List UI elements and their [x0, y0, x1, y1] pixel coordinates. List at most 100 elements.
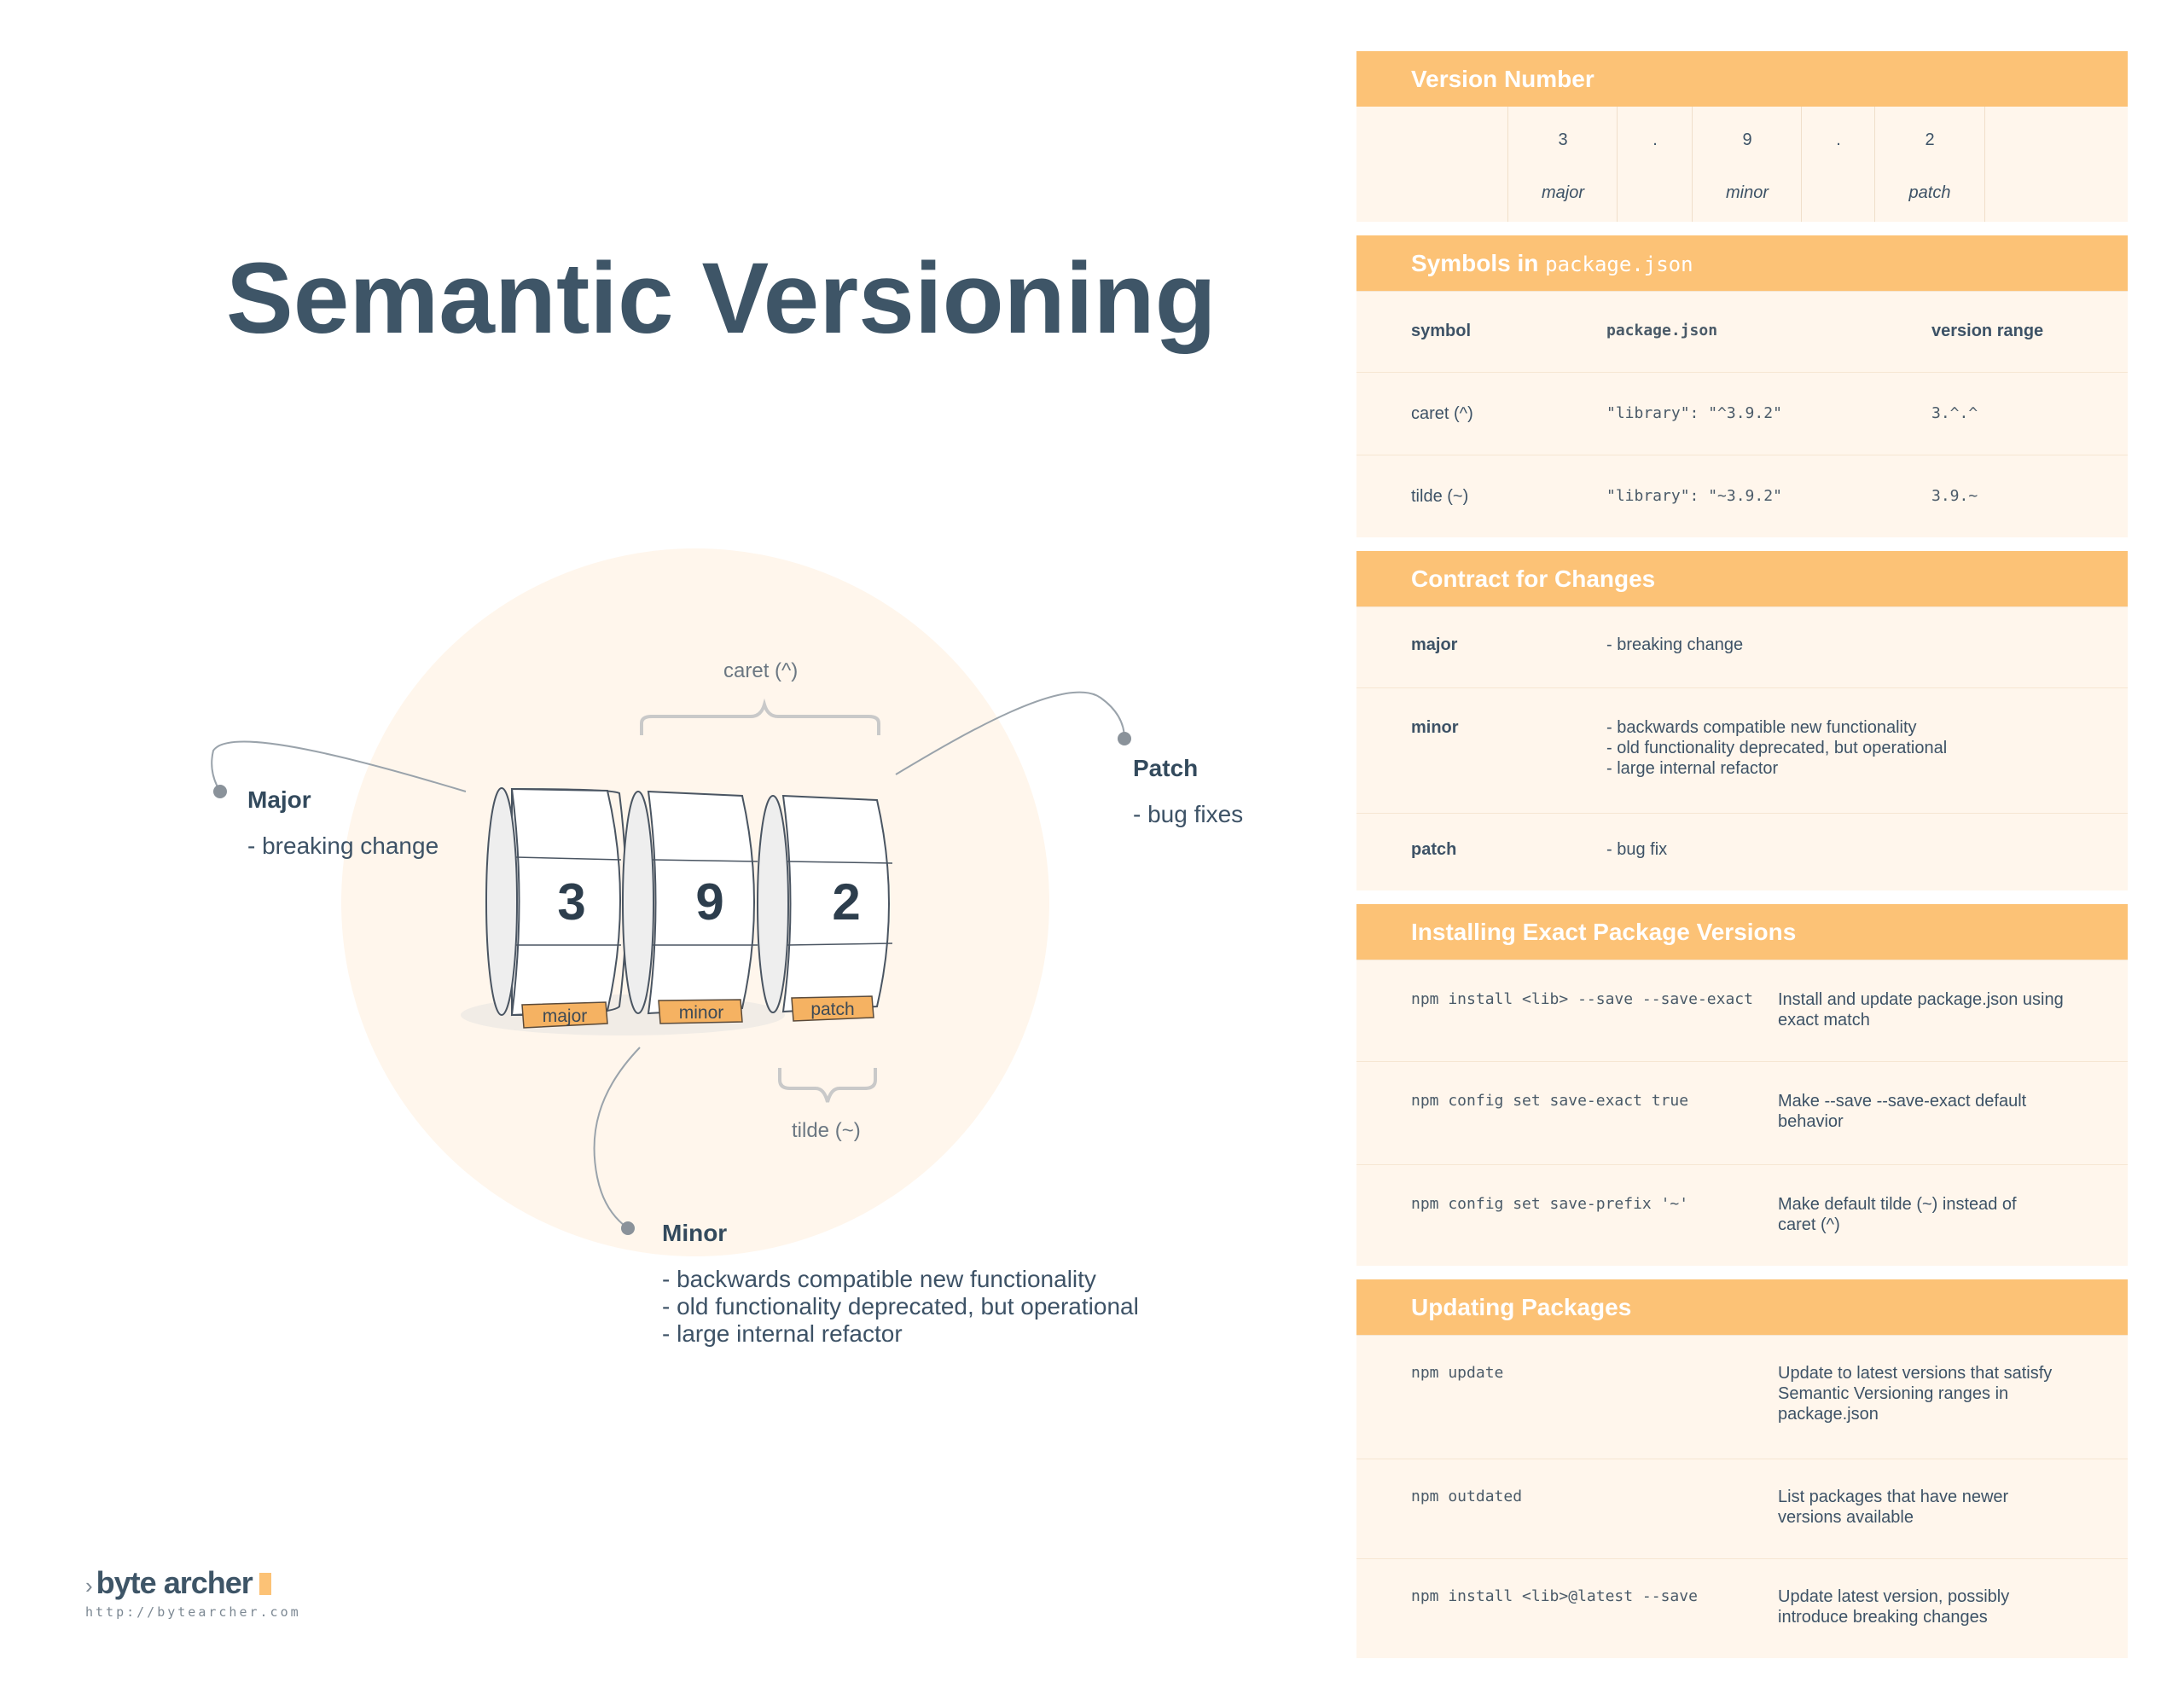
section-symbols-title: Symbols in package.json [1356, 235, 2128, 291]
version-part-value: . [1836, 130, 1841, 149]
version-part-label: minor [1725, 183, 1769, 202]
connector-major [211, 740, 467, 792]
table-row: minor - backwards compatible new functio… [1356, 687, 2128, 813]
contract-type-cell: patch [1411, 840, 1457, 859]
description-cell: Update to latest versions that satisfy S… [1778, 1364, 2053, 1424]
contract-type-cell: minor [1411, 718, 1459, 737]
annotation-major: Major - breaking change [247, 786, 439, 860]
tilde-bracket [778, 1068, 877, 1103]
contract-desc-cell: - backwards compatible new functionality… [1606, 718, 1948, 778]
table-row: caret (^) "library": "^3.9.2" 3.^.^ [1356, 372, 2128, 455]
digit-patch: 2 [832, 873, 860, 931]
table-row: npm install <lib>@latest --save Update l… [1356, 1558, 2128, 1658]
caret-bracket [640, 698, 880, 735]
package-json-cell: "library": "^3.9.2" [1606, 404, 1782, 422]
table-row: major - breaking change [1356, 606, 2128, 687]
table-row: npm config set save-prefix '~' Make defa… [1356, 1164, 2128, 1266]
connector-major-dot [213, 785, 227, 798]
drum-minor [622, 790, 758, 1015]
section-updating-title: Updating Packages [1356, 1279, 2128, 1335]
connector-patch-dot [1118, 732, 1131, 745]
reference-panel: Version Number 3 major . 9 minor . 2 pat… [1356, 51, 2128, 1672]
symbol-cell: tilde (~) [1411, 487, 1469, 506]
tag-major-label: major [543, 1006, 588, 1026]
digit-minor: 9 [695, 873, 723, 931]
tag-patch: patch [791, 995, 874, 1022]
table-row: npm config set save-exact true Make --sa… [1356, 1061, 2128, 1164]
table-row: patch - bug fix [1356, 813, 2128, 890]
table-row: npm outdated List packages that have new… [1356, 1459, 2128, 1558]
drum-patch [757, 794, 893, 1013]
header-version-range: version range [1931, 322, 2044, 340]
logo[interactable]: ›byte archer http://bytearcher.com [85, 1565, 301, 1620]
section-symbols-title-text: Symbols in [1411, 250, 1539, 276]
symbols-header-row: symbol package.json version range [1356, 291, 2128, 372]
version-part-label: major [1541, 183, 1584, 202]
annotation-patch-text: - bug fixes [1133, 801, 1244, 827]
table-row: tilde (~) "library": "~3.9.2" 3.9.~ [1356, 455, 2128, 537]
tag-minor-label: minor [679, 1003, 724, 1023]
version-part-minor: 9 minor [1692, 107, 1802, 222]
version-part-value: 9 [1742, 130, 1752, 149]
command-cell: npm update [1411, 1364, 1504, 1382]
version-part-value: . [1653, 130, 1658, 149]
header-package-json: package.json [1606, 322, 1718, 339]
annotation-minor-title: Minor [662, 1220, 728, 1246]
description-cell: Make default tilde (~) instead of caret … [1778, 1195, 2017, 1234]
section-installing: Installing Exact Package Versions npm in… [1356, 904, 2128, 1266]
annotation-minor-text: - backwards compatible new functionality… [662, 1266, 1139, 1347]
description-cell: Update latest version, possibly introduc… [1778, 1587, 2010, 1627]
connector-minor [593, 1047, 641, 1229]
symbol-cell: caret (^) [1411, 404, 1473, 423]
version-part-patch: 2 patch [1874, 107, 1985, 222]
annotation-patch: Patch - bug fixes [1133, 755, 1243, 828]
command-cell: npm outdated [1411, 1488, 1523, 1505]
description-cell: Install and update package.json using ex… [1778, 990, 2064, 1030]
section-contract: Contract for Changes major - breaking ch… [1356, 551, 2128, 890]
version-range-cell: 3.^.^ [1931, 404, 1978, 422]
version-part-major: 3 major [1507, 107, 1618, 222]
table-row: npm update Update to latest versions tha… [1356, 1335, 2128, 1459]
description-cell: Make --save --save-exact default behavio… [1778, 1092, 2027, 1131]
section-contract-title: Contract for Changes [1356, 551, 2128, 606]
version-range-cell: 3.9.~ [1931, 487, 1978, 505]
section-installing-title: Installing Exact Package Versions [1356, 904, 2128, 960]
section-symbols: Symbols in package.json symbol package.j… [1356, 235, 2128, 537]
logo-bar-icon [258, 1573, 271, 1595]
version-part-label: patch [1908, 183, 1951, 202]
tilde-label: tilde (~) [792, 1119, 861, 1142]
connector-minor-dot [621, 1221, 635, 1235]
annotation-major-title: Major [247, 786, 311, 813]
section-version-number-title: Version Number [1356, 51, 2128, 107]
contract-desc-cell: - bug fix [1606, 840, 1668, 859]
version-part-dot: . [1801, 107, 1875, 222]
version-number-grid: 3 major . 9 minor . 2 patch [1356, 107, 2128, 222]
contract-type-cell: major [1411, 635, 1458, 654]
version-part-value: 3 [1558, 130, 1568, 149]
logo-url[interactable]: http://bytearcher.com [85, 1604, 301, 1620]
logo-name: byte archer [96, 1565, 253, 1600]
command-cell: npm config set save-exact true [1411, 1092, 1689, 1110]
section-updating: Updating Packages npm update Update to l… [1356, 1279, 2128, 1658]
caret-label: caret (^) [723, 659, 799, 682]
command-cell: npm install <lib> --save --save-exact [1411, 990, 1753, 1008]
tag-minor: minor [658, 999, 743, 1024]
chevron-icon: › [85, 1573, 93, 1598]
connector-patch [895, 691, 1125, 775]
version-part-value: 2 [1925, 130, 1935, 149]
annotation-patch-title: Patch [1133, 755, 1199, 781]
contract-desc-cell: - breaking change [1606, 635, 1744, 654]
package-json-cell: "library": "~3.9.2" [1606, 487, 1782, 505]
section-version-number: Version Number 3 major . 9 minor . 2 pat… [1356, 51, 2128, 222]
version-part-dot: . [1617, 107, 1693, 222]
description-cell: List packages that have newer versions a… [1778, 1488, 2009, 1527]
digit-major: 3 [557, 873, 585, 931]
tag-patch-label: patch [810, 1000, 854, 1019]
command-cell: npm config set save-prefix '~' [1411, 1195, 1689, 1213]
header-symbol: symbol [1411, 322, 1472, 340]
command-cell: npm install <lib>@latest --save [1411, 1587, 1698, 1605]
page-title: Semantic Versioning [226, 242, 1217, 355]
annotation-major-text: - breaking change [247, 832, 439, 859]
annotation-minor: Minor - backwards compatible new functio… [662, 1220, 1139, 1348]
